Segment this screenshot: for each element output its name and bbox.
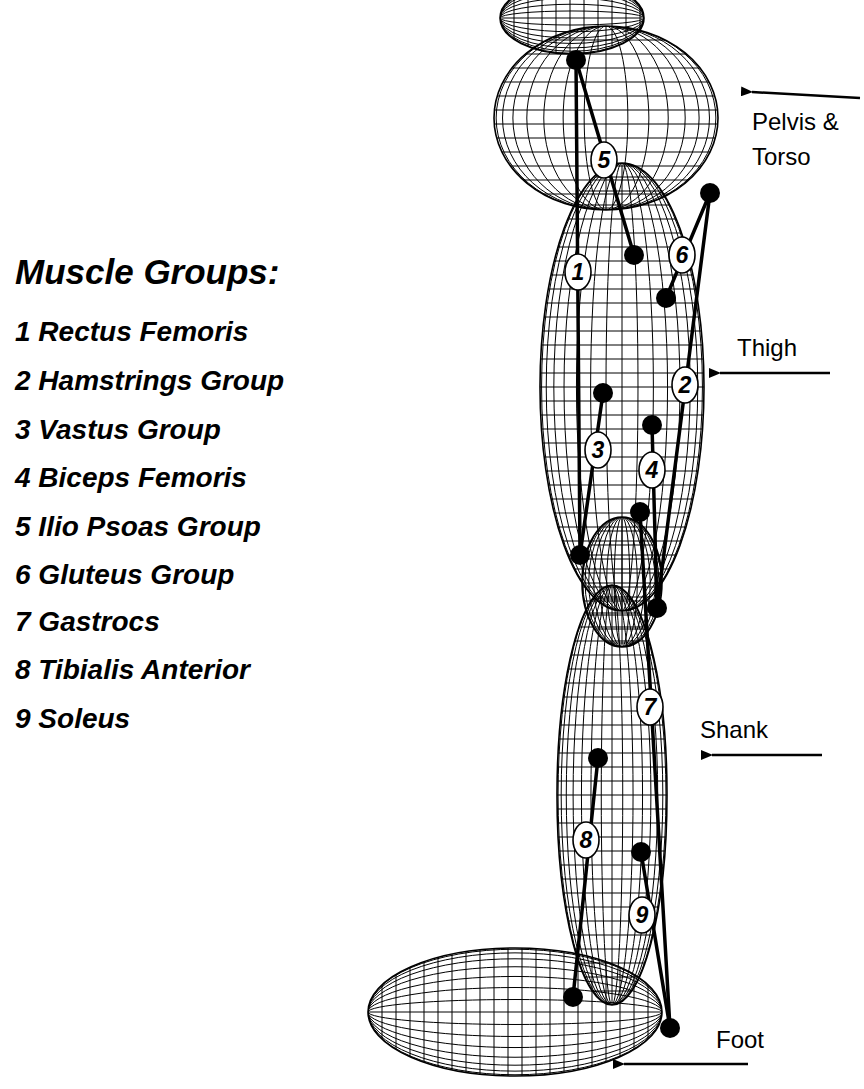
legend-entry: 2 Hamstrings Group: [15, 365, 284, 397]
callout-circle: 6: [668, 236, 696, 274]
callout-circle: 3: [584, 431, 612, 469]
legend-entry: 4 Biceps Femoris: [15, 462, 247, 494]
wireframe: [368, 0, 718, 1076]
callout-number: 4: [638, 451, 666, 489]
legend-entry: 6 Gluteus Group: [15, 559, 234, 591]
legend-entry: 7 Gastrocs: [15, 606, 160, 638]
callout-circle: 4: [638, 451, 666, 489]
legend-entry: 1 Rectus Femoris: [15, 316, 248, 348]
muscle-lines: [573, 60, 710, 1028]
callout-circle: 7: [636, 688, 664, 726]
segment-label: Thigh: [737, 330, 847, 365]
callout-number: 8: [572, 821, 600, 859]
callout-number: 1: [564, 253, 592, 291]
segment-label: Shank: [700, 712, 810, 747]
legend-entry: 5 Ilio Psoas Group: [15, 511, 261, 543]
callout-circle: 9: [628, 896, 656, 934]
legend-entry: 3 Vastus Group: [15, 414, 221, 446]
callout-number: 6: [668, 236, 696, 274]
segment-outlines: [368, 0, 718, 1076]
callout-circle: 8: [572, 821, 600, 859]
list-heading: Muscle Groups:: [15, 252, 279, 292]
callout-number: 9: [628, 896, 656, 934]
segment-label: Foot: [716, 1022, 826, 1057]
callout-number: 3: [584, 431, 612, 469]
callout-number: 7: [636, 688, 664, 726]
attachment-dots: [563, 50, 720, 1038]
callout-circle: 5: [590, 141, 618, 179]
legend-entry: 9 Soleus: [15, 703, 130, 735]
legend-entry: 8 Tibialis Anterior: [15, 654, 250, 686]
callout-number: 2: [671, 366, 699, 404]
callout-circle: 2: [671, 366, 699, 404]
callout-number: 5: [590, 141, 618, 179]
segment-label: Pelvis & Torso: [752, 104, 862, 174]
callout-circle: 1: [564, 253, 592, 291]
pointer-arrows: [624, 92, 860, 1064]
